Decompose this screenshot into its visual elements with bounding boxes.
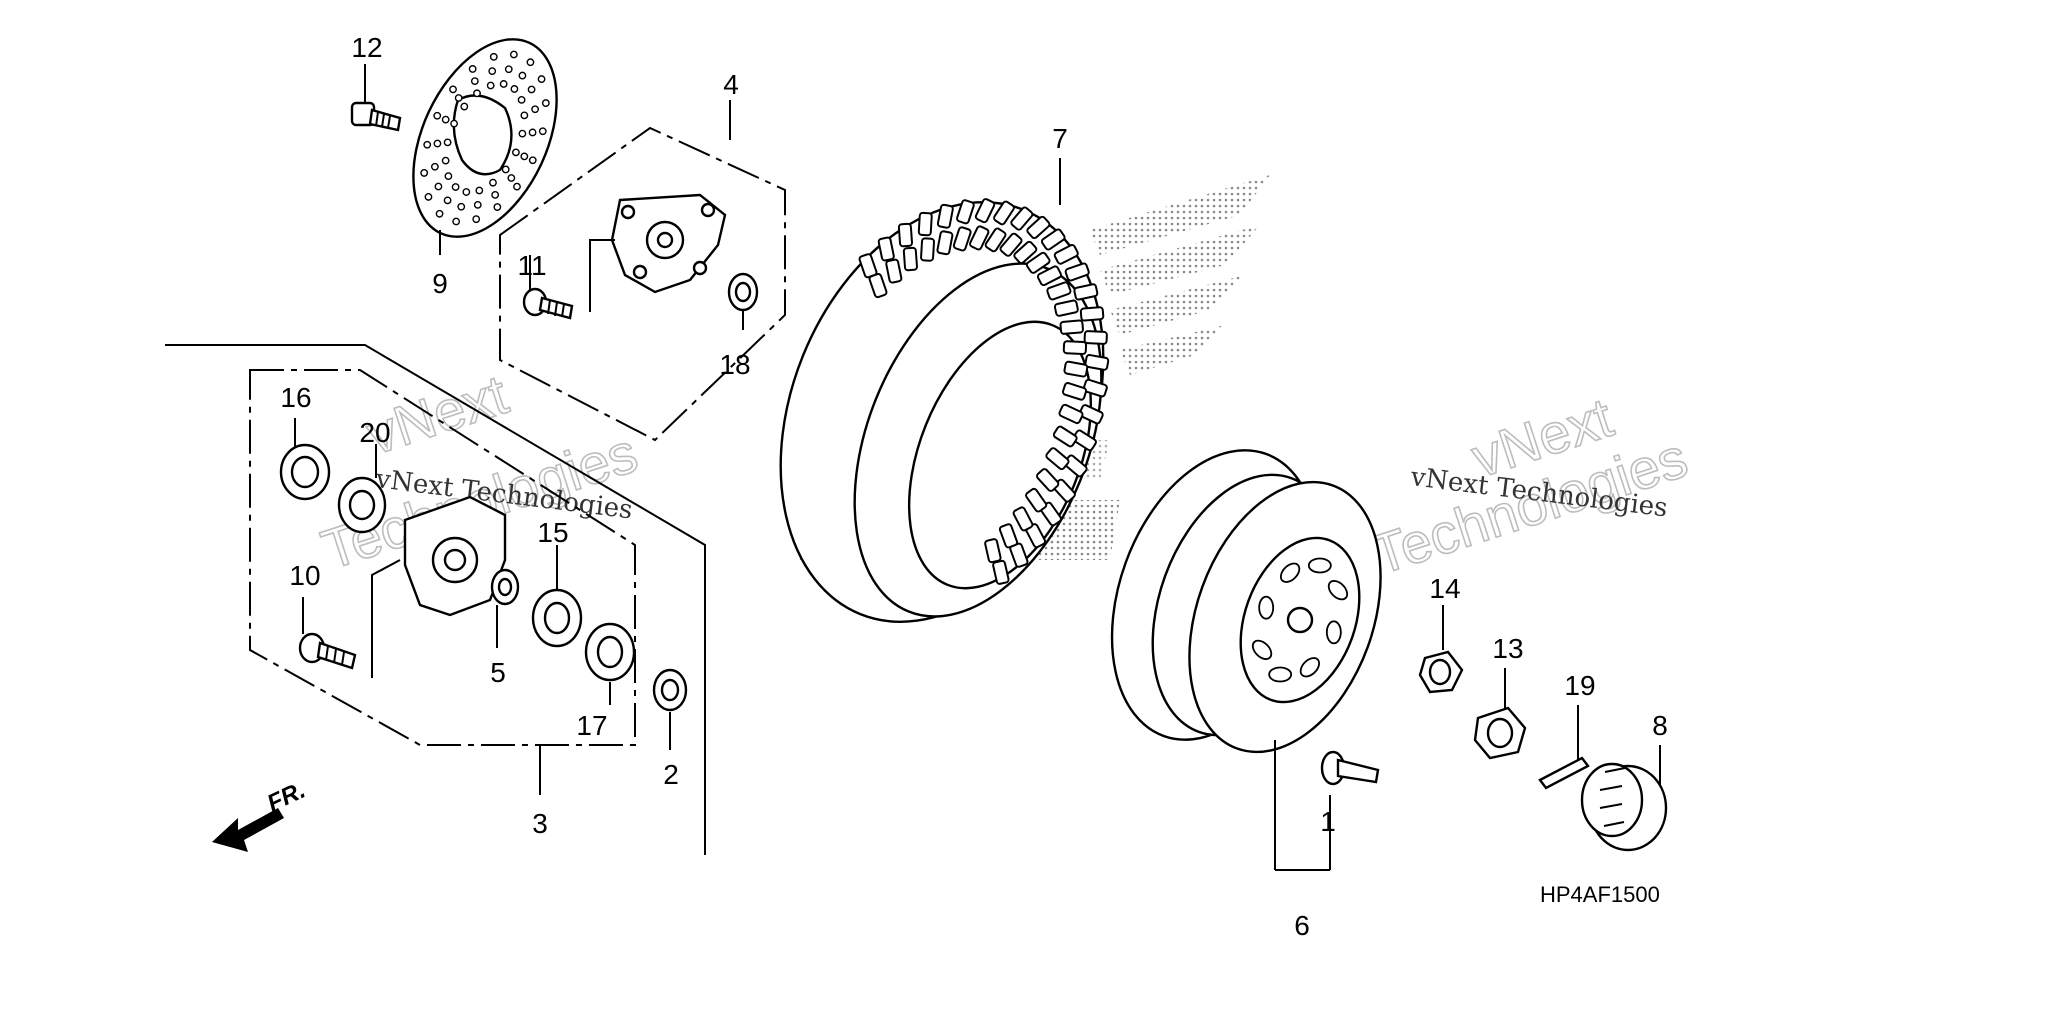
wheel-rim (1110, 449, 1382, 754)
callout-9: 9 (432, 268, 448, 299)
svg-text:vNext: vNext (359, 362, 515, 466)
bearing-17 (584, 622, 636, 682)
callout-19: 19 (1564, 670, 1595, 701)
bearing-16 (279, 443, 331, 501)
disc-bolt (350, 101, 402, 132)
bearing-15 (531, 588, 583, 648)
hub-box (499, 126, 786, 442)
callout-5: 5 (490, 657, 506, 688)
callout-3: 3 (532, 808, 548, 839)
tire (779, 198, 1110, 623)
leader-lines (294, 64, 1661, 871)
knuckle (403, 495, 507, 617)
callout-6: 6 (1294, 910, 1310, 941)
callout-18: 18 (719, 349, 750, 380)
callout-16: 16 (280, 382, 311, 413)
callout-11: 11 (517, 250, 546, 281)
dust-seal (652, 668, 688, 712)
callout-14: 14 (1429, 573, 1460, 604)
fr-label: FR. (263, 777, 309, 818)
callout-2: 2 (663, 759, 679, 790)
hub-bolt (522, 239, 615, 320)
callout-15: 15 (537, 517, 568, 548)
collar-5 (490, 568, 520, 606)
collar (727, 272, 759, 312)
callout-12: 12 (351, 32, 382, 63)
brake-disc (412, 38, 558, 238)
front-direction-arrow: FR. (212, 777, 310, 852)
callout-8: 8 (1652, 710, 1668, 741)
callout-numbers: 12 9 4 11 18 16 20 10 5 15 17 2 3 7 1 6 … (280, 32, 1667, 941)
castle-nut (1473, 706, 1527, 760)
callout-10: 10 (289, 560, 320, 591)
hub-cap (1580, 762, 1668, 852)
knuckle-outline (165, 344, 706, 855)
wheel-nut (1418, 650, 1464, 694)
callout-7: 7 (1052, 123, 1068, 154)
hub-assembly-box (249, 369, 636, 746)
tire-valve (1320, 750, 1380, 786)
diagram-code: HP4AF1500 (1540, 882, 1660, 907)
wheel-hub (610, 193, 727, 294)
callout-13: 13 (1492, 633, 1523, 664)
knuckle-bolt (298, 559, 401, 678)
cotter-pin (1538, 756, 1590, 790)
callout-4: 4 (723, 69, 739, 100)
bearing-20 (337, 476, 387, 534)
watermark-right: vNext Technologies vNext Technologies (1363, 384, 1695, 587)
callout-17: 17 (576, 710, 607, 741)
callout-1: 1 (1320, 806, 1336, 837)
callout-20: 20 (359, 417, 390, 448)
